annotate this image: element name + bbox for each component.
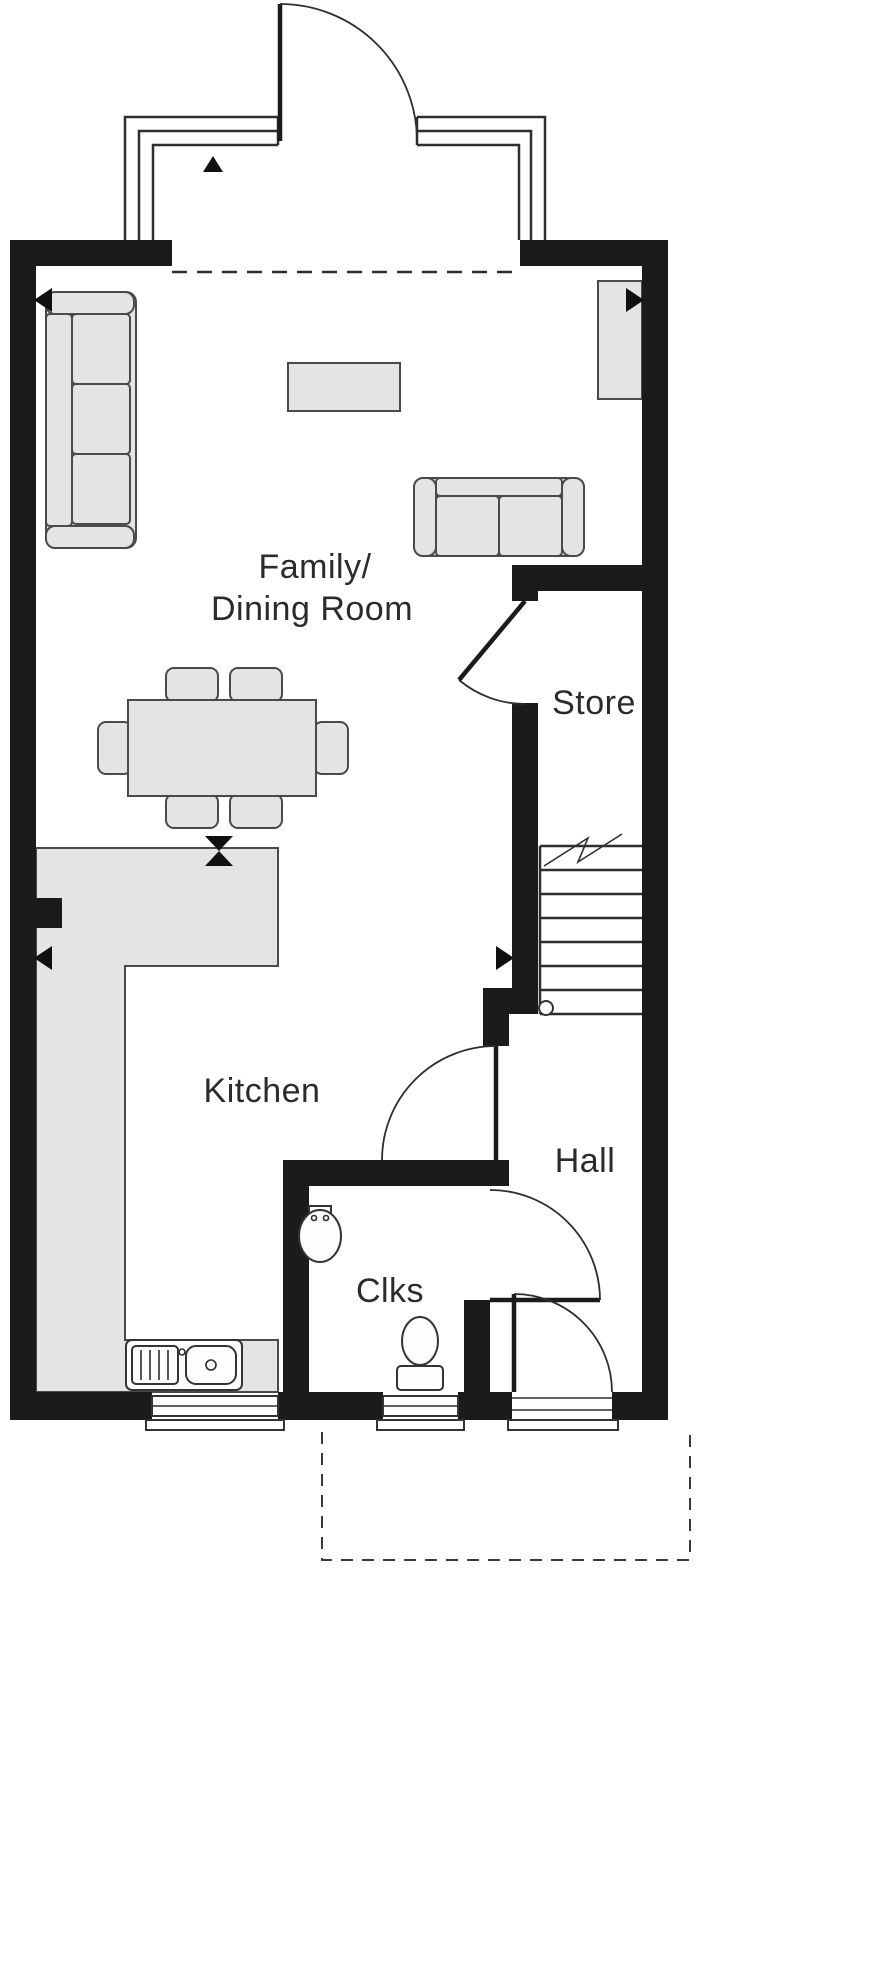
kitchen-door [381, 1045, 499, 1161]
door-swing-arc [489, 1189, 601, 1301]
front-door-step [507, 1419, 619, 1431]
wall-top-right [520, 240, 668, 266]
wall-bottom-3 [458, 1392, 512, 1420]
basin-tap [322, 1214, 330, 1222]
opening-marker [34, 946, 52, 970]
family-dining-label-line1: Family/ [258, 548, 371, 586]
porch-dashed-outline [321, 1432, 691, 1561]
worktop-marker [205, 851, 233, 866]
kitchen-window [145, 1395, 285, 1431]
toilet-cistern [396, 1365, 444, 1391]
opening-marker [203, 156, 223, 172]
worktop-marker [205, 836, 233, 851]
window-sill [376, 1419, 465, 1431]
dining-table [127, 699, 317, 797]
clks-window [376, 1395, 465, 1431]
kitchen-label: Kitchen [204, 1072, 321, 1110]
dining-set [97, 667, 349, 829]
sink-bowl [185, 1345, 237, 1385]
wall-clks-right-stub [464, 1300, 490, 1392]
drainer-lines [140, 1350, 169, 1380]
store-label: Store [552, 684, 636, 722]
wall-top-left [10, 240, 172, 266]
stair-break-line [543, 833, 623, 867]
door-leaf [457, 599, 527, 682]
kitchen-sink [125, 1339, 243, 1391]
wall-interior-main [512, 703, 538, 988]
family-dining-label-line2: Dining Room [211, 590, 413, 628]
room-labels: Family/ Dining Room Store Kitchen Hall C… [204, 548, 636, 1310]
sink-drain [205, 1359, 217, 1371]
kitchen-worktop [35, 847, 279, 1393]
wall-clks-top [283, 1160, 509, 1186]
wall-left [10, 240, 36, 1420]
store-door [457, 599, 527, 705]
door-swing-arc [458, 679, 526, 705]
opening-marker [496, 946, 514, 970]
basin-bowl [298, 1209, 342, 1263]
wc-basin [298, 1205, 342, 1263]
bay-window-glazing [123, 115, 547, 240]
window-sill [145, 1419, 285, 1431]
wall-interior-stub-bottom [483, 1014, 509, 1046]
wc-toilet [396, 1316, 444, 1391]
dining-chair [165, 793, 219, 829]
wall-bottom-2 [278, 1392, 383, 1420]
coffee-table [287, 362, 401, 412]
wall-bottom-1 [10, 1392, 152, 1420]
stairs [538, 833, 642, 1016]
basin-tap [310, 1214, 318, 1222]
front-door [511, 1293, 613, 1411]
stair-treads [538, 844, 642, 1016]
dining-chair [165, 667, 219, 703]
sink-drainer [131, 1345, 179, 1385]
toilet-bowl [401, 1316, 439, 1366]
wall-interior-stub-top [512, 565, 538, 601]
wall-right [642, 240, 668, 1420]
walls [10, 240, 668, 1420]
wall-interior-jog [483, 988, 538, 1014]
two-seat-sofa [413, 477, 585, 557]
clks-label: Clks [356, 1272, 424, 1310]
opening-marker [626, 288, 644, 312]
wall-bottom-4 [612, 1392, 668, 1420]
dining-chair [313, 721, 349, 775]
door-swing-arc [381, 1045, 497, 1161]
clks-door [489, 1189, 601, 1303]
hall-label: Hall [555, 1142, 616, 1180]
door-swing-arc [279, 3, 418, 142]
wall-pier [36, 898, 62, 928]
wall-clks-left [283, 1160, 309, 1392]
patio-door [277, 3, 418, 142]
opening-marker [34, 288, 52, 312]
dining-chair [229, 667, 283, 703]
door-swing-arc [513, 1293, 613, 1393]
dining-chair [229, 793, 283, 829]
three-seat-sofa [45, 291, 137, 549]
sink-tap [178, 1348, 186, 1356]
bay-window [123, 115, 547, 240]
stair-newel [538, 1000, 554, 1016]
dining-chair [97, 721, 133, 775]
